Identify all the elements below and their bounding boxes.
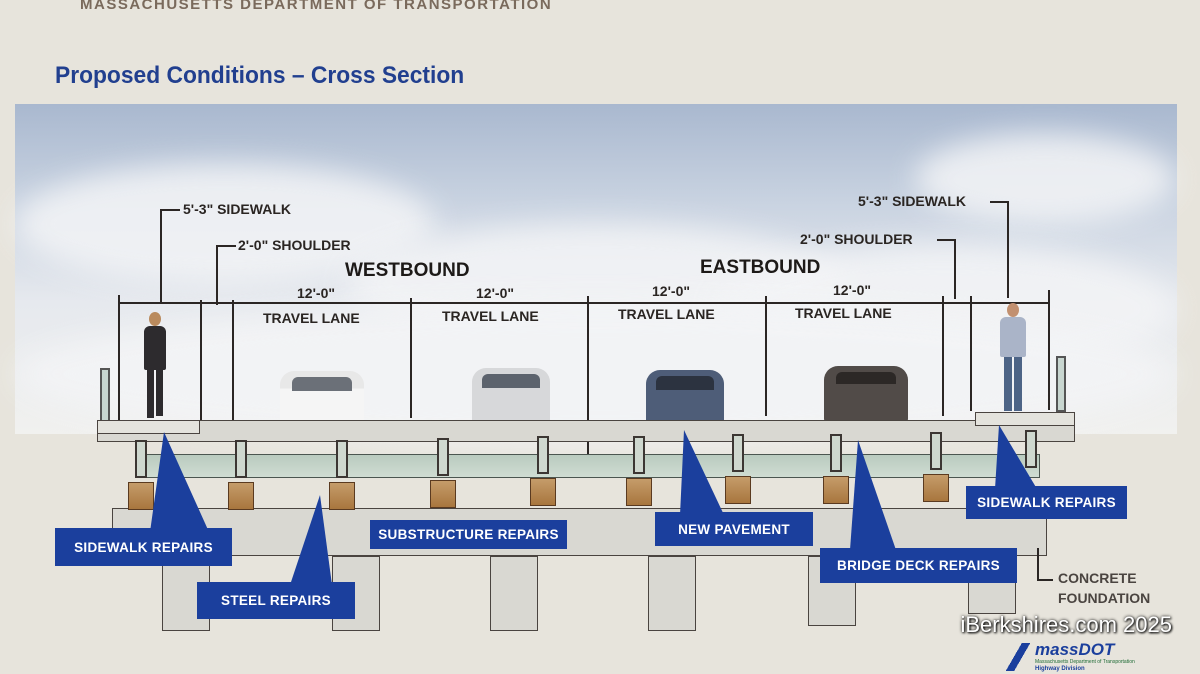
massdot-logo: massDOT Massachusetts Department of Tran… — [1005, 641, 1165, 674]
logo-name: massDOT — [1035, 640, 1115, 659]
left-railing — [100, 368, 110, 422]
sky-background — [15, 104, 1177, 444]
column-3 — [490, 556, 538, 631]
pedestrian-right-figure — [997, 303, 1029, 413]
blue-sedan-car — [646, 370, 724, 426]
logo-swoosh-icon — [1005, 643, 1031, 671]
logo-subtitle: Massachusetts Department of Transportati… — [1035, 659, 1135, 665]
lane-2-label: TRAVEL LANE — [442, 308, 539, 324]
pedestrian-left-figure — [140, 312, 170, 420]
callout-substructure-repairs: SUBSTRUCTURE REPAIRS — [370, 520, 567, 549]
lane-1-width: 12'-0" — [297, 285, 335, 301]
right-railing — [1056, 356, 1066, 412]
column-4 — [648, 556, 696, 631]
callout-new-pavement: NEW PAVEMENT — [655, 512, 813, 546]
lane-2-width: 12'-0" — [476, 285, 514, 301]
dark-convertible-car — [824, 366, 908, 424]
concrete-foundation-label: CONCRETE FOUNDATION — [1058, 570, 1151, 606]
callout-sidewalk-repairs-right: SIDEWALK REPAIRS — [966, 486, 1127, 519]
left-sidewalk-dimension: 5'-3" SIDEWALK — [183, 201, 291, 217]
right-sidewalk-dimension: 5'-3" SIDEWALK — [858, 193, 966, 209]
bridge-deck — [97, 420, 1075, 442]
lane-4-label: TRAVEL LANE — [795, 305, 892, 321]
lane-4-width: 12'-0" — [833, 282, 871, 298]
logo-division: Highway Division — [1035, 666, 1085, 672]
callout-bridge-deck-repairs: BRIDGE DECK REPAIRS — [820, 548, 1017, 583]
watermark: iBerkshires.com 2025 — [960, 612, 1172, 637]
organization-header: MASSACHUSETTS DEPARTMENT OF TRANSPORTATI… — [80, 0, 553, 13]
page-title: Proposed Conditions – Cross Section — [55, 62, 465, 89]
left-shoulder-dimension: 2'-0" SHOULDER — [238, 237, 351, 253]
lane-1-label: TRAVEL LANE — [263, 310, 360, 326]
callout-steel-repairs: STEEL REPAIRS — [197, 582, 355, 619]
steel-girder-band — [135, 454, 1040, 478]
right-sidewalk-slab — [975, 412, 1075, 426]
eastbound-label: EASTBOUND — [700, 257, 821, 278]
lane-3-label: TRAVEL LANE — [618, 306, 715, 322]
right-shoulder-dimension: 2'-0" SHOULDER — [800, 231, 913, 247]
silver-sedan-car — [472, 368, 550, 426]
lane-3-width: 12'-0" — [652, 283, 690, 299]
left-sidewalk-slab — [97, 420, 200, 434]
callout-sidewalk-repairs-left: SIDEWALK REPAIRS — [55, 528, 232, 566]
westbound-label: WESTBOUND — [345, 260, 470, 281]
white-suv-car — [280, 371, 364, 429]
